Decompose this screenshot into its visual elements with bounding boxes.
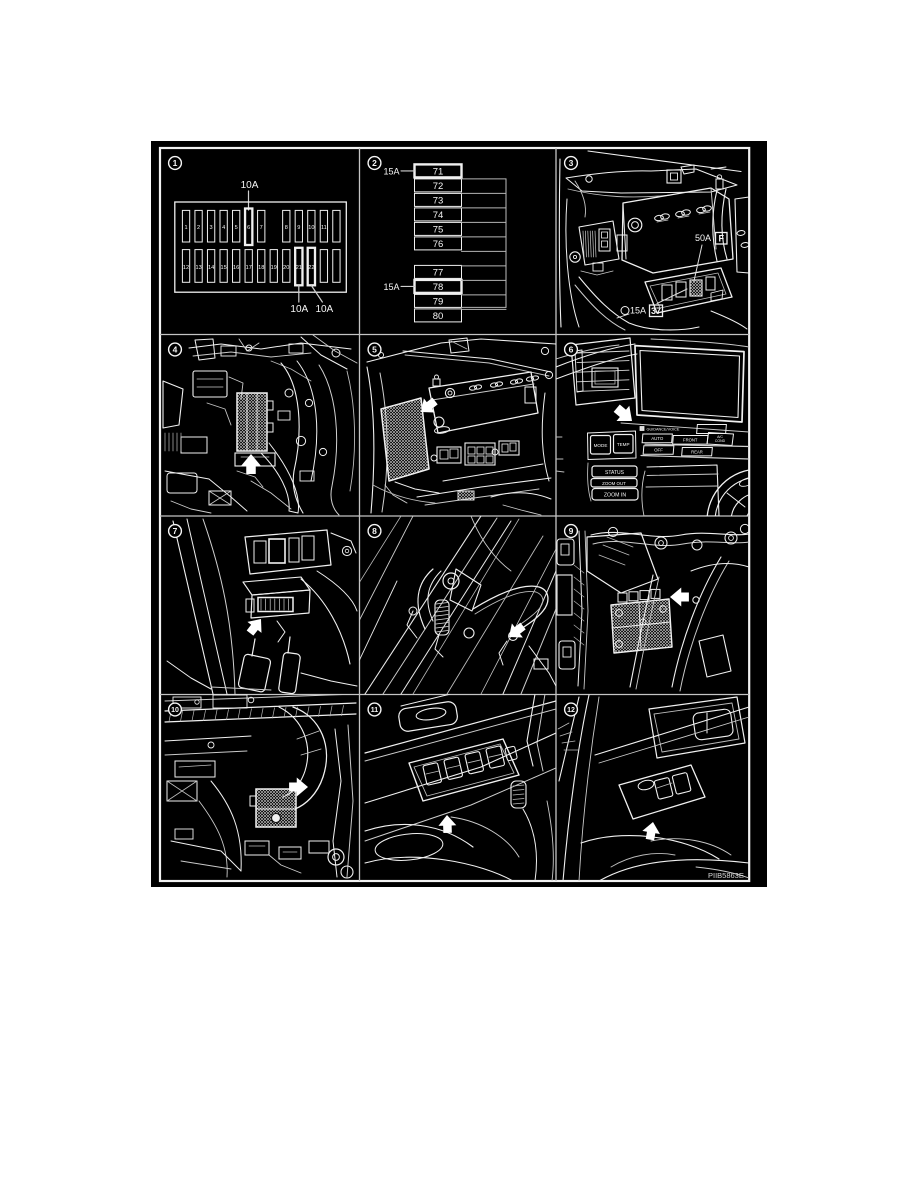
panel-6-number: 6 bbox=[569, 345, 574, 355]
p1-fuse-number: 8 bbox=[285, 225, 288, 231]
p2-slot-number: 71 bbox=[433, 166, 444, 177]
panel-1-number: 1 bbox=[173, 158, 178, 168]
panel-9-number: 9 bbox=[569, 526, 574, 536]
panel-10-under-dash-unit: 10 bbox=[164, 694, 357, 879]
p2-slot-number: 78 bbox=[433, 282, 444, 293]
p1-fuse-number: 5 bbox=[235, 225, 238, 231]
panel-6-dashboard-display: GUIDANCE/VOICE MODE TEMP AUTO FRONT OFF REAR A/… bbox=[556, 337, 750, 516]
panel-3-engine-bay-ipdm: 50A F 15A 37 3 bbox=[558, 150, 750, 331]
p1-fuse-number: 4 bbox=[222, 225, 225, 231]
p1-fuse-number: 10 bbox=[308, 225, 314, 231]
p6-ac-button-line2: COND bbox=[715, 439, 726, 443]
p1-fuse-number: 14 bbox=[208, 265, 214, 271]
p1-fuse-number: 18 bbox=[258, 265, 264, 271]
p8-callout-arrow bbox=[503, 618, 529, 645]
p1-fuse-number: 17 bbox=[246, 265, 252, 271]
p3-15a-label: 15A bbox=[630, 306, 646, 316]
panel-11-number: 11 bbox=[371, 707, 379, 714]
panel-7-driver-lower-dash: 7 bbox=[166, 518, 358, 695]
p2-slot-number: 79 bbox=[433, 296, 444, 307]
panel-4-number: 4 bbox=[173, 345, 178, 355]
p9-callout-arrow bbox=[670, 587, 689, 607]
p2-amp-label: 15A bbox=[383, 282, 399, 292]
p2-slot-number: 75 bbox=[433, 224, 444, 235]
p1-fuse-number: 3 bbox=[210, 225, 213, 231]
grid-frame bbox=[158, 146, 751, 883]
p2-slot-number: 72 bbox=[433, 181, 444, 192]
panel-11-front-door-window-switch: 11 bbox=[364, 694, 556, 881]
panel-8-number: 8 bbox=[372, 526, 377, 536]
p2-slot-number: 77 bbox=[433, 267, 444, 278]
panel-2-number: 2 bbox=[372, 158, 377, 168]
p2-slot-number: 76 bbox=[433, 239, 444, 250]
p1-fuse-number: 11 bbox=[321, 225, 327, 231]
p1-fuse-number: 16 bbox=[233, 265, 239, 271]
panel-9-kick-panel-unit: 9 bbox=[556, 523, 750, 692]
p1-fuse-number: 15 bbox=[221, 265, 227, 271]
panel-12-rear-door-window-switch: PIIB5863E 12 bbox=[557, 694, 750, 881]
p1-fuse-number: 6 bbox=[247, 225, 250, 231]
p1-amp-top: 10A bbox=[241, 180, 259, 191]
panel-5-engine-bay-battery-fuse-box: 5 bbox=[366, 337, 556, 516]
p1-fuse-number: 1 bbox=[184, 225, 187, 231]
panel-8-hood-latch-cable: 8 bbox=[359, 516, 556, 695]
p6-auto-button: AUTO bbox=[651, 436, 664, 441]
p3-50a-label: 50A bbox=[695, 233, 711, 243]
p1-amp-bottom: 10A bbox=[315, 304, 333, 315]
p6-mode-button: MODE bbox=[594, 443, 608, 448]
p2-slot-number: 80 bbox=[433, 311, 444, 322]
p1-fuse-number: 7 bbox=[260, 225, 263, 231]
panel-3-number: 3 bbox=[569, 158, 574, 168]
p2-amp-label: 15A bbox=[383, 167, 399, 177]
p6-off-button: OFF bbox=[654, 448, 663, 453]
p6-callout-arrow bbox=[610, 400, 639, 429]
p1-amp-bottom: 10A bbox=[290, 304, 308, 315]
p6-display-label: GUIDANCE/VOICE bbox=[647, 428, 680, 432]
p1-fuse-number: 22 bbox=[308, 265, 314, 271]
p6-zoom-in-button: ZOOM IN bbox=[604, 493, 626, 499]
p6-zoom-out-button: ZOOM OUT bbox=[602, 481, 626, 486]
panel-5-number: 5 bbox=[372, 345, 377, 355]
p3-f-box-label: F bbox=[719, 234, 725, 244]
p6-front-button: FRONT bbox=[683, 438, 698, 443]
p3-37-box-label: 37 bbox=[651, 306, 661, 316]
figure-code: PIIB5863E bbox=[708, 871, 744, 880]
panel-4-engine-bay-relay-box: 4 bbox=[162, 334, 358, 516]
p1-fuse-number: 21 bbox=[296, 265, 302, 271]
p1-fuse-number: 19 bbox=[271, 265, 277, 271]
p2-slot-number: 73 bbox=[433, 195, 444, 206]
panel-2-fuse-strip-diagram: 71 72 73 74 75 76 77 78 79 80 15A 15A 2 bbox=[367, 155, 507, 323]
p1-fuse-number: 2 bbox=[197, 225, 200, 231]
panel-10-number: 10 bbox=[171, 707, 179, 714]
p6-ac-button-line1: A/C bbox=[717, 435, 723, 439]
p1-fuse-number: 12 bbox=[183, 265, 189, 271]
p1-fuse-number: 9 bbox=[297, 225, 300, 231]
panel-7-number: 7 bbox=[173, 526, 178, 536]
p6-rear-button: REAR bbox=[691, 449, 703, 454]
p1-fuse-number: 13 bbox=[195, 265, 201, 271]
p1-fuse-number: 20 bbox=[283, 265, 289, 271]
p6-status-button: STATUS bbox=[605, 470, 625, 476]
p2-slot-number: 74 bbox=[433, 210, 444, 221]
p6-temp-button: TEMP bbox=[617, 442, 630, 447]
panel-12-number: 12 bbox=[567, 707, 575, 714]
